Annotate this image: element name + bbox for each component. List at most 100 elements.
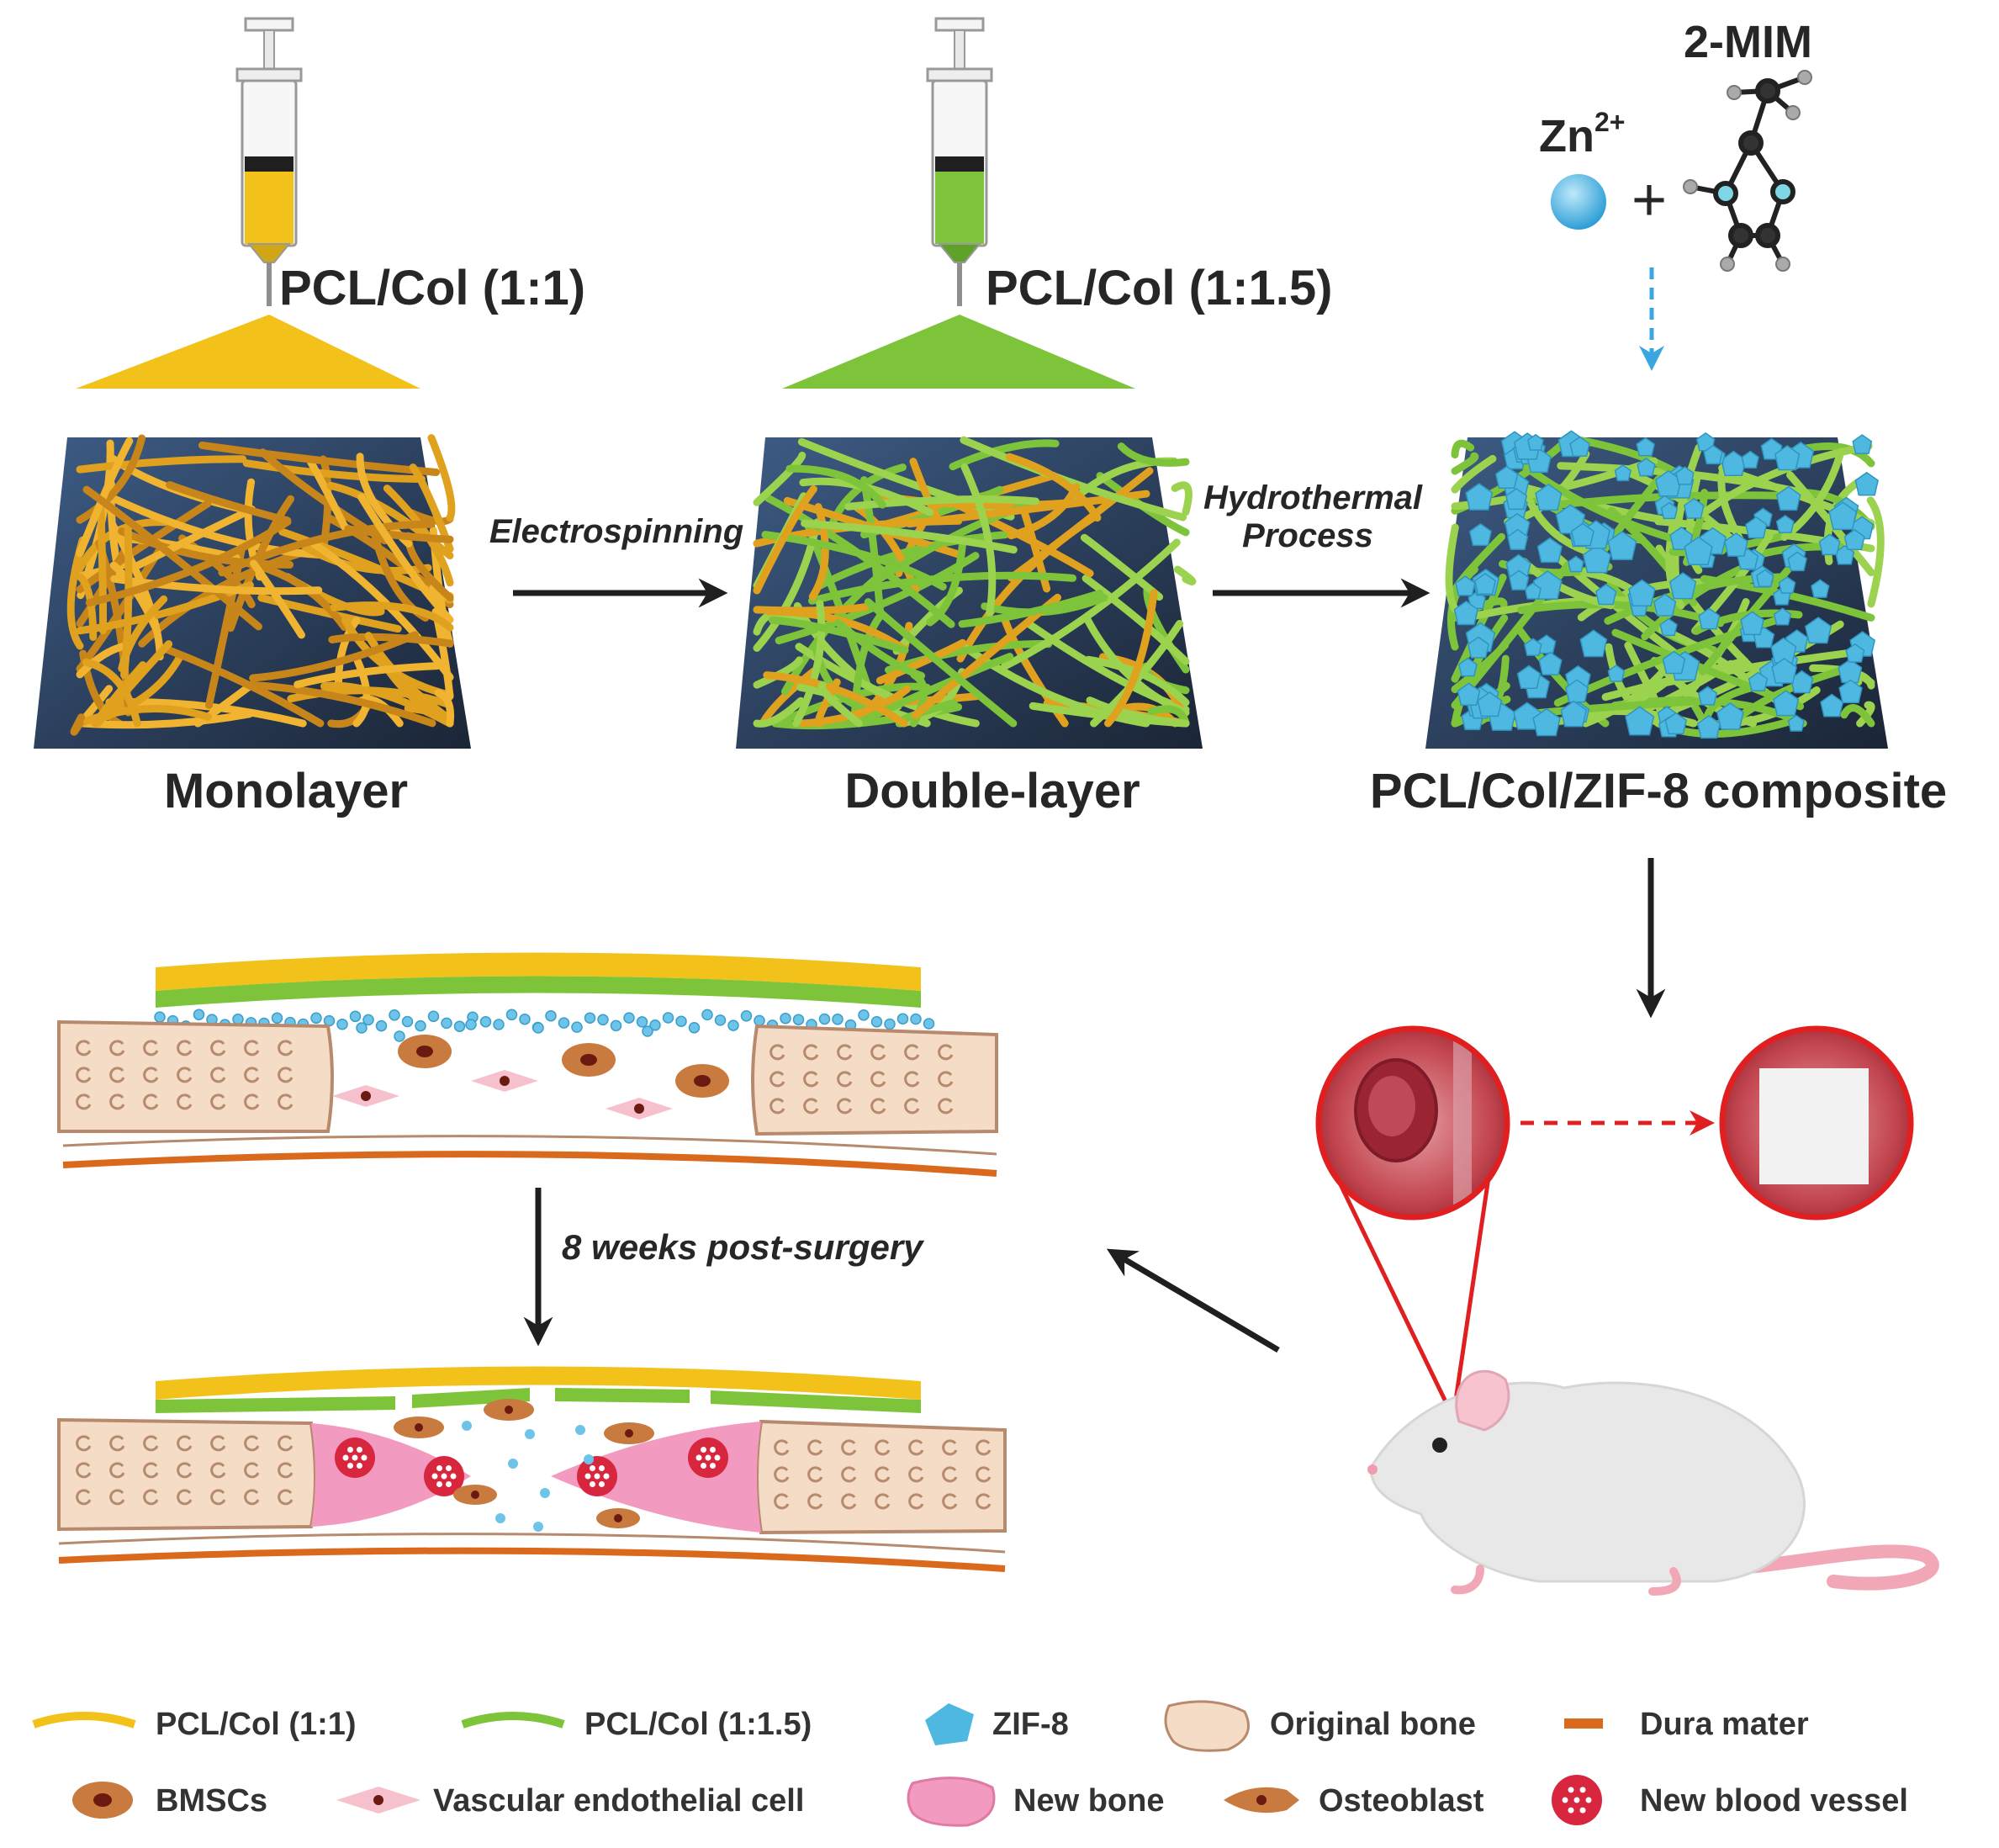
- zif8-crystal: [1625, 706, 1655, 736]
- vessel-dot: [1573, 1797, 1580, 1803]
- zif8-particle: [662, 1012, 674, 1024]
- zif8-crystal: [1774, 444, 1801, 471]
- mim-label: 2-MIM: [1684, 17, 1812, 67]
- zif8-particle: [394, 1030, 405, 1042]
- fiber: [768, 616, 909, 654]
- zif8-particle: [193, 1009, 205, 1020]
- fiber: [753, 603, 870, 615]
- bone-pore: [942, 1493, 958, 1510]
- zif8-crystal: [1828, 501, 1858, 531]
- bone-pore: [841, 1493, 857, 1510]
- zif8-crystal: [1818, 533, 1841, 556]
- bone-pore: [938, 1071, 954, 1088]
- zif8-crystal: [1570, 522, 1594, 547]
- bone-pore: [244, 1093, 260, 1110]
- bone-pore: [244, 1435, 260, 1452]
- syringe-green-icon: [926, 17, 993, 306]
- bone-pore: [210, 1040, 226, 1056]
- fiber: [1171, 481, 1193, 516]
- bone-pore: [143, 1435, 159, 1452]
- zif8-crystal: [1669, 526, 1694, 550]
- bone-pore: [210, 1462, 226, 1479]
- fiber: [761, 531, 947, 590]
- bone-pore: [774, 1439, 790, 1456]
- bone-pore: [942, 1466, 958, 1483]
- legend-label: PCL/Col (1:1): [156, 1707, 357, 1742]
- zif8-crystal: [1467, 636, 1489, 659]
- zif8-crystal: [1745, 516, 1768, 539]
- vessel-dot: [603, 1473, 610, 1480]
- syringe-yellow-icon: [235, 17, 303, 306]
- zif8-crystal: [1455, 575, 1476, 596]
- syringe1-label: PCL/Col (1:1): [279, 261, 585, 315]
- fiber: [166, 481, 292, 525]
- legend-label: New blood vessel: [1640, 1783, 1908, 1819]
- syringe2-label: PCL/Col (1:1.5): [986, 261, 1333, 315]
- fiber: [85, 517, 292, 607]
- zif8-particle: [818, 1013, 831, 1025]
- zif8-particle: [349, 1010, 362, 1023]
- zif8-crystal: [1509, 569, 1530, 590]
- bone-pore: [177, 1067, 193, 1083]
- zif8-crystal: [1579, 629, 1608, 658]
- zif8-crystal: [1820, 693, 1844, 717]
- zif8-particle: [336, 1018, 348, 1030]
- fiber: [1007, 483, 1081, 540]
- bone-pore: [908, 1466, 924, 1483]
- fiber: [834, 619, 926, 680]
- bone-pore: [143, 1067, 159, 1083]
- bone-pore: [837, 1044, 853, 1061]
- fiber: [753, 696, 805, 728]
- fiber: [249, 631, 420, 682]
- vessel-dot: [431, 1473, 438, 1480]
- vessel-dot: [714, 1454, 721, 1461]
- zif8-crystal: [1775, 514, 1795, 533]
- zif8-particle: [610, 1019, 622, 1032]
- bone-pore: [904, 1098, 920, 1115]
- fiber: [875, 638, 967, 685]
- vessel-dot: [710, 1463, 716, 1469]
- fiber: [797, 437, 1015, 521]
- zif8-particle: [545, 1009, 557, 1022]
- vessel-dot: [1579, 1807, 1586, 1814]
- orange-fibers: [66, 434, 456, 736]
- zif8-crystal: [1532, 707, 1561, 737]
- zif8-particle: [884, 1018, 896, 1030]
- zif8-crystal: [1536, 634, 1557, 654]
- fiber: [76, 434, 146, 524]
- defect-photo: [1315, 1025, 1510, 1221]
- zif8-crystal: [1811, 579, 1830, 598]
- spray-cone-yellow: [76, 315, 420, 389]
- bone-pore: [109, 1067, 125, 1083]
- vessel-dot: [357, 1463, 362, 1469]
- fiber: [1000, 538, 1181, 670]
- fiber: [854, 504, 920, 594]
- bone-pore: [803, 1071, 819, 1088]
- zif8-particle: [505, 1009, 518, 1021]
- fiber: [161, 645, 325, 728]
- zif8-particle: [519, 1013, 531, 1025]
- zif8-particle: [832, 1014, 843, 1025]
- vessel-dot: [695, 1454, 702, 1461]
- zif8-particle: [415, 1019, 426, 1032]
- zif8-crystal: [1536, 537, 1563, 564]
- fiber: [330, 601, 454, 632]
- fiber: [814, 531, 1010, 590]
- mouse-illustration: [1367, 1369, 1939, 1596]
- zif8-particle: [754, 1014, 765, 1027]
- bone-pore: [244, 1462, 260, 1479]
- zif8-particle: [792, 1014, 805, 1025]
- bone-pore: [841, 1466, 857, 1483]
- fiber: [792, 600, 826, 728]
- fiber: [775, 552, 980, 644]
- zif8-particle: [858, 1009, 870, 1021]
- bone-pore: [976, 1439, 992, 1456]
- osteoblasts: [394, 1399, 654, 1528]
- 2-mim-molecule-icon: [1683, 70, 1812, 272]
- zif8-particle: [701, 1009, 713, 1021]
- bone-pore: [278, 1067, 294, 1083]
- fiber: [328, 633, 454, 648]
- hydrothermal-label-line2: Process: [1242, 517, 1373, 554]
- vessel-dot: [446, 1481, 452, 1487]
- zif8-crystal: [1535, 483, 1563, 511]
